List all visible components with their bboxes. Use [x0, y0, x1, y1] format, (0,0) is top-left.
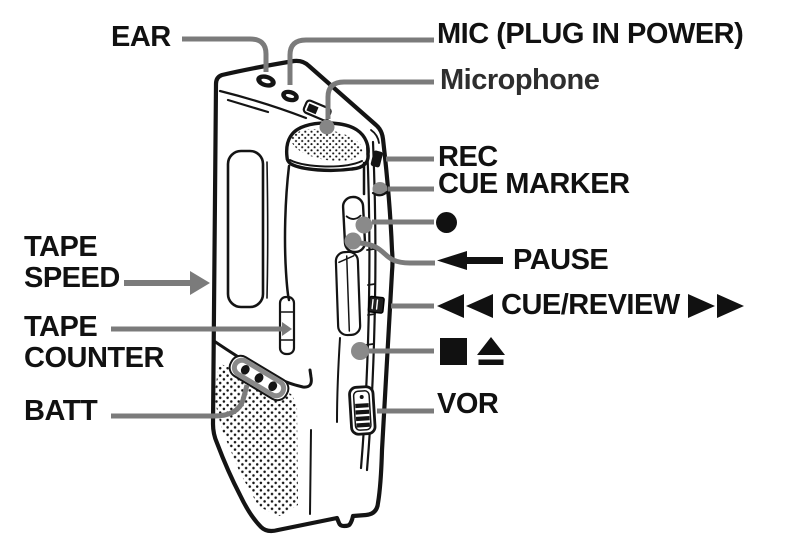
- label-cue-review-text: CUE/REVIEW: [501, 289, 680, 321]
- grip-left-edge: [283, 164, 291, 302]
- label-tape-counter: TAPE COUNTER: [24, 312, 164, 374]
- vor-switch: [348, 385, 377, 436]
- fast-forward-icon: [687, 293, 744, 318]
- label-microphone-text: Microphone: [440, 64, 600, 96]
- mic-jack: [281, 89, 299, 103]
- label-stop-eject: [440, 337, 505, 365]
- top-right-corner-inner: [370, 129, 380, 144]
- label-rec-text: REC: [438, 141, 498, 173]
- label-batt-text: BATT: [24, 395, 98, 427]
- cue-review-button: [367, 295, 385, 314]
- label-pause-text: PAUSE: [513, 243, 609, 276]
- ear-jack: [256, 74, 276, 88]
- dome-lip: [289, 159, 363, 168]
- cassette-window-frame: [266, 161, 269, 299]
- callout-tape-speed-arrowhead: [190, 271, 210, 295]
- label-cue-marker: CUE MARKER: [438, 169, 630, 200]
- microphone-terminal-dot: [319, 119, 335, 135]
- top-face-edge: [218, 89, 308, 120]
- callout-microphone: [325, 79, 434, 119]
- label-mic-text: MIC (PLUG IN POWER): [437, 18, 744, 50]
- callout-mic: [287, 37, 434, 85]
- label-tape-speed: TAPE SPEED: [24, 232, 120, 294]
- label-rec: REC: [438, 142, 498, 173]
- callout-tape-counter-tip: [282, 322, 292, 336]
- label-mic: MIC (PLUG IN POWER): [437, 18, 744, 50]
- label-cue-review: CUE/REVIEW: [437, 289, 744, 322]
- recorder-body: [210, 58, 395, 534]
- label-microphone: Microphone: [440, 64, 600, 96]
- callout-ear: [182, 36, 269, 72]
- label-tape-counter-line2: COUNTER: [24, 342, 164, 374]
- label-tape-speed-line1: TAPE: [24, 231, 98, 263]
- rewind-icon: [437, 293, 493, 318]
- label-cue-marker-text: CUE MARKER: [438, 168, 630, 200]
- pause-arrow-icon: [437, 250, 503, 270]
- grip-lower-edge: [336, 337, 341, 423]
- cassette-window: [226, 149, 265, 309]
- cue-marker-button: [371, 182, 389, 197]
- record-button-dot: [355, 216, 373, 234]
- callout-batt: [111, 384, 250, 419]
- rec-button: [370, 150, 383, 168]
- tape-counter-slider: [278, 295, 296, 356]
- front-tick: [226, 98, 270, 114]
- stop-eject-button-dot: [351, 342, 369, 360]
- pause-terminal-dot: [344, 232, 362, 250]
- label-tape-counter-line1: TAPE: [24, 311, 98, 343]
- label-vor: VOR: [437, 388, 499, 420]
- side-slider: [334, 250, 362, 337]
- label-ear: EAR: [111, 22, 171, 53]
- callout-lines: [111, 36, 435, 419]
- label-vor-text: VOR: [437, 388, 499, 420]
- callout-pause: [359, 240, 435, 266]
- label-batt: BATT: [24, 395, 98, 427]
- label-pause: PAUSE: [437, 243, 609, 276]
- eject-icon: [477, 337, 505, 365]
- battery-indicator-window: [228, 354, 290, 402]
- stop-icon: [440, 337, 467, 365]
- record-dot-icon: [436, 212, 457, 233]
- label-tape-speed-line2: SPEED: [24, 262, 120, 294]
- bottom-seam: [309, 429, 312, 515]
- label-ear-text: EAR: [111, 21, 171, 53]
